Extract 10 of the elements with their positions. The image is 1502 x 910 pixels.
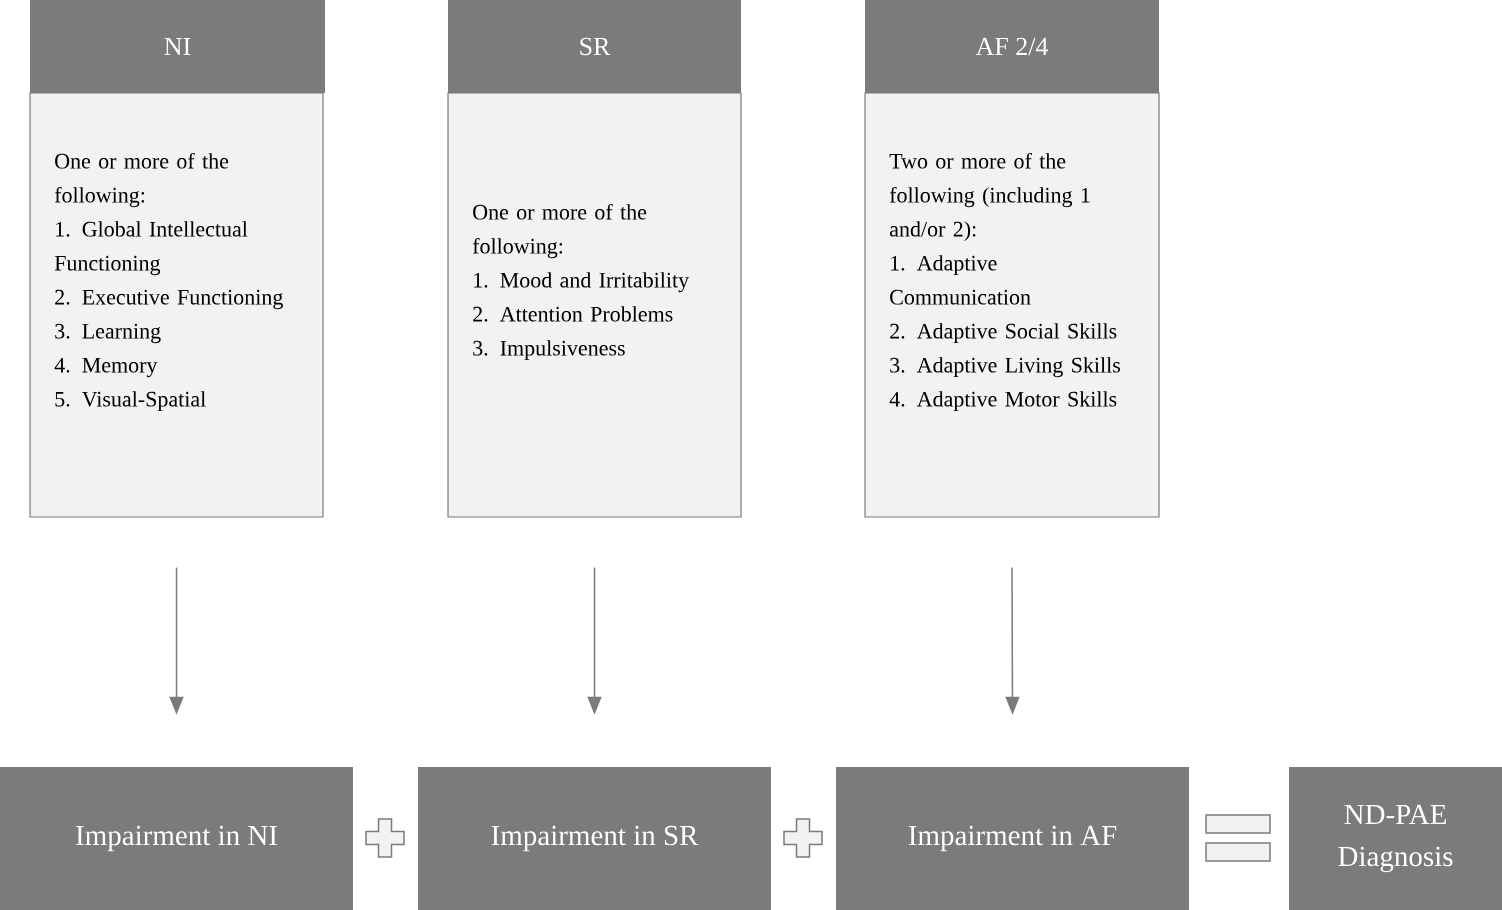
- result-box: ND-PAE Diagnosis: [1289, 767, 1502, 910]
- criteria-box: Two or more of the following (including 1 and/or 2): 1. Adaptive Communication 2. Adaptive Social Skills 3. Adaptive Living Skills 4. Adaptive Motor Skills: [864, 92, 1160, 518]
- result-box: Impairment in NI: [0, 767, 353, 910]
- header-box: SR: [448, 0, 741, 93]
- result-box: Impairment in AF: [836, 767, 1189, 910]
- criteria-box: One or more of the following: 1. Mood and Irritability 2. Attention Problems 3. Impulsiveness: [447, 92, 742, 518]
- header-box: NI: [30, 0, 325, 93]
- header-box: AF 2/4: [865, 0, 1159, 93]
- result-box: Impairment in SR: [418, 767, 771, 910]
- criteria-box: One or more of the following: 1. Global Intellectual Functioning 2. Executive Functioning 3. Learning 4. Memory 5. Visual-Spatial: [29, 92, 324, 518]
